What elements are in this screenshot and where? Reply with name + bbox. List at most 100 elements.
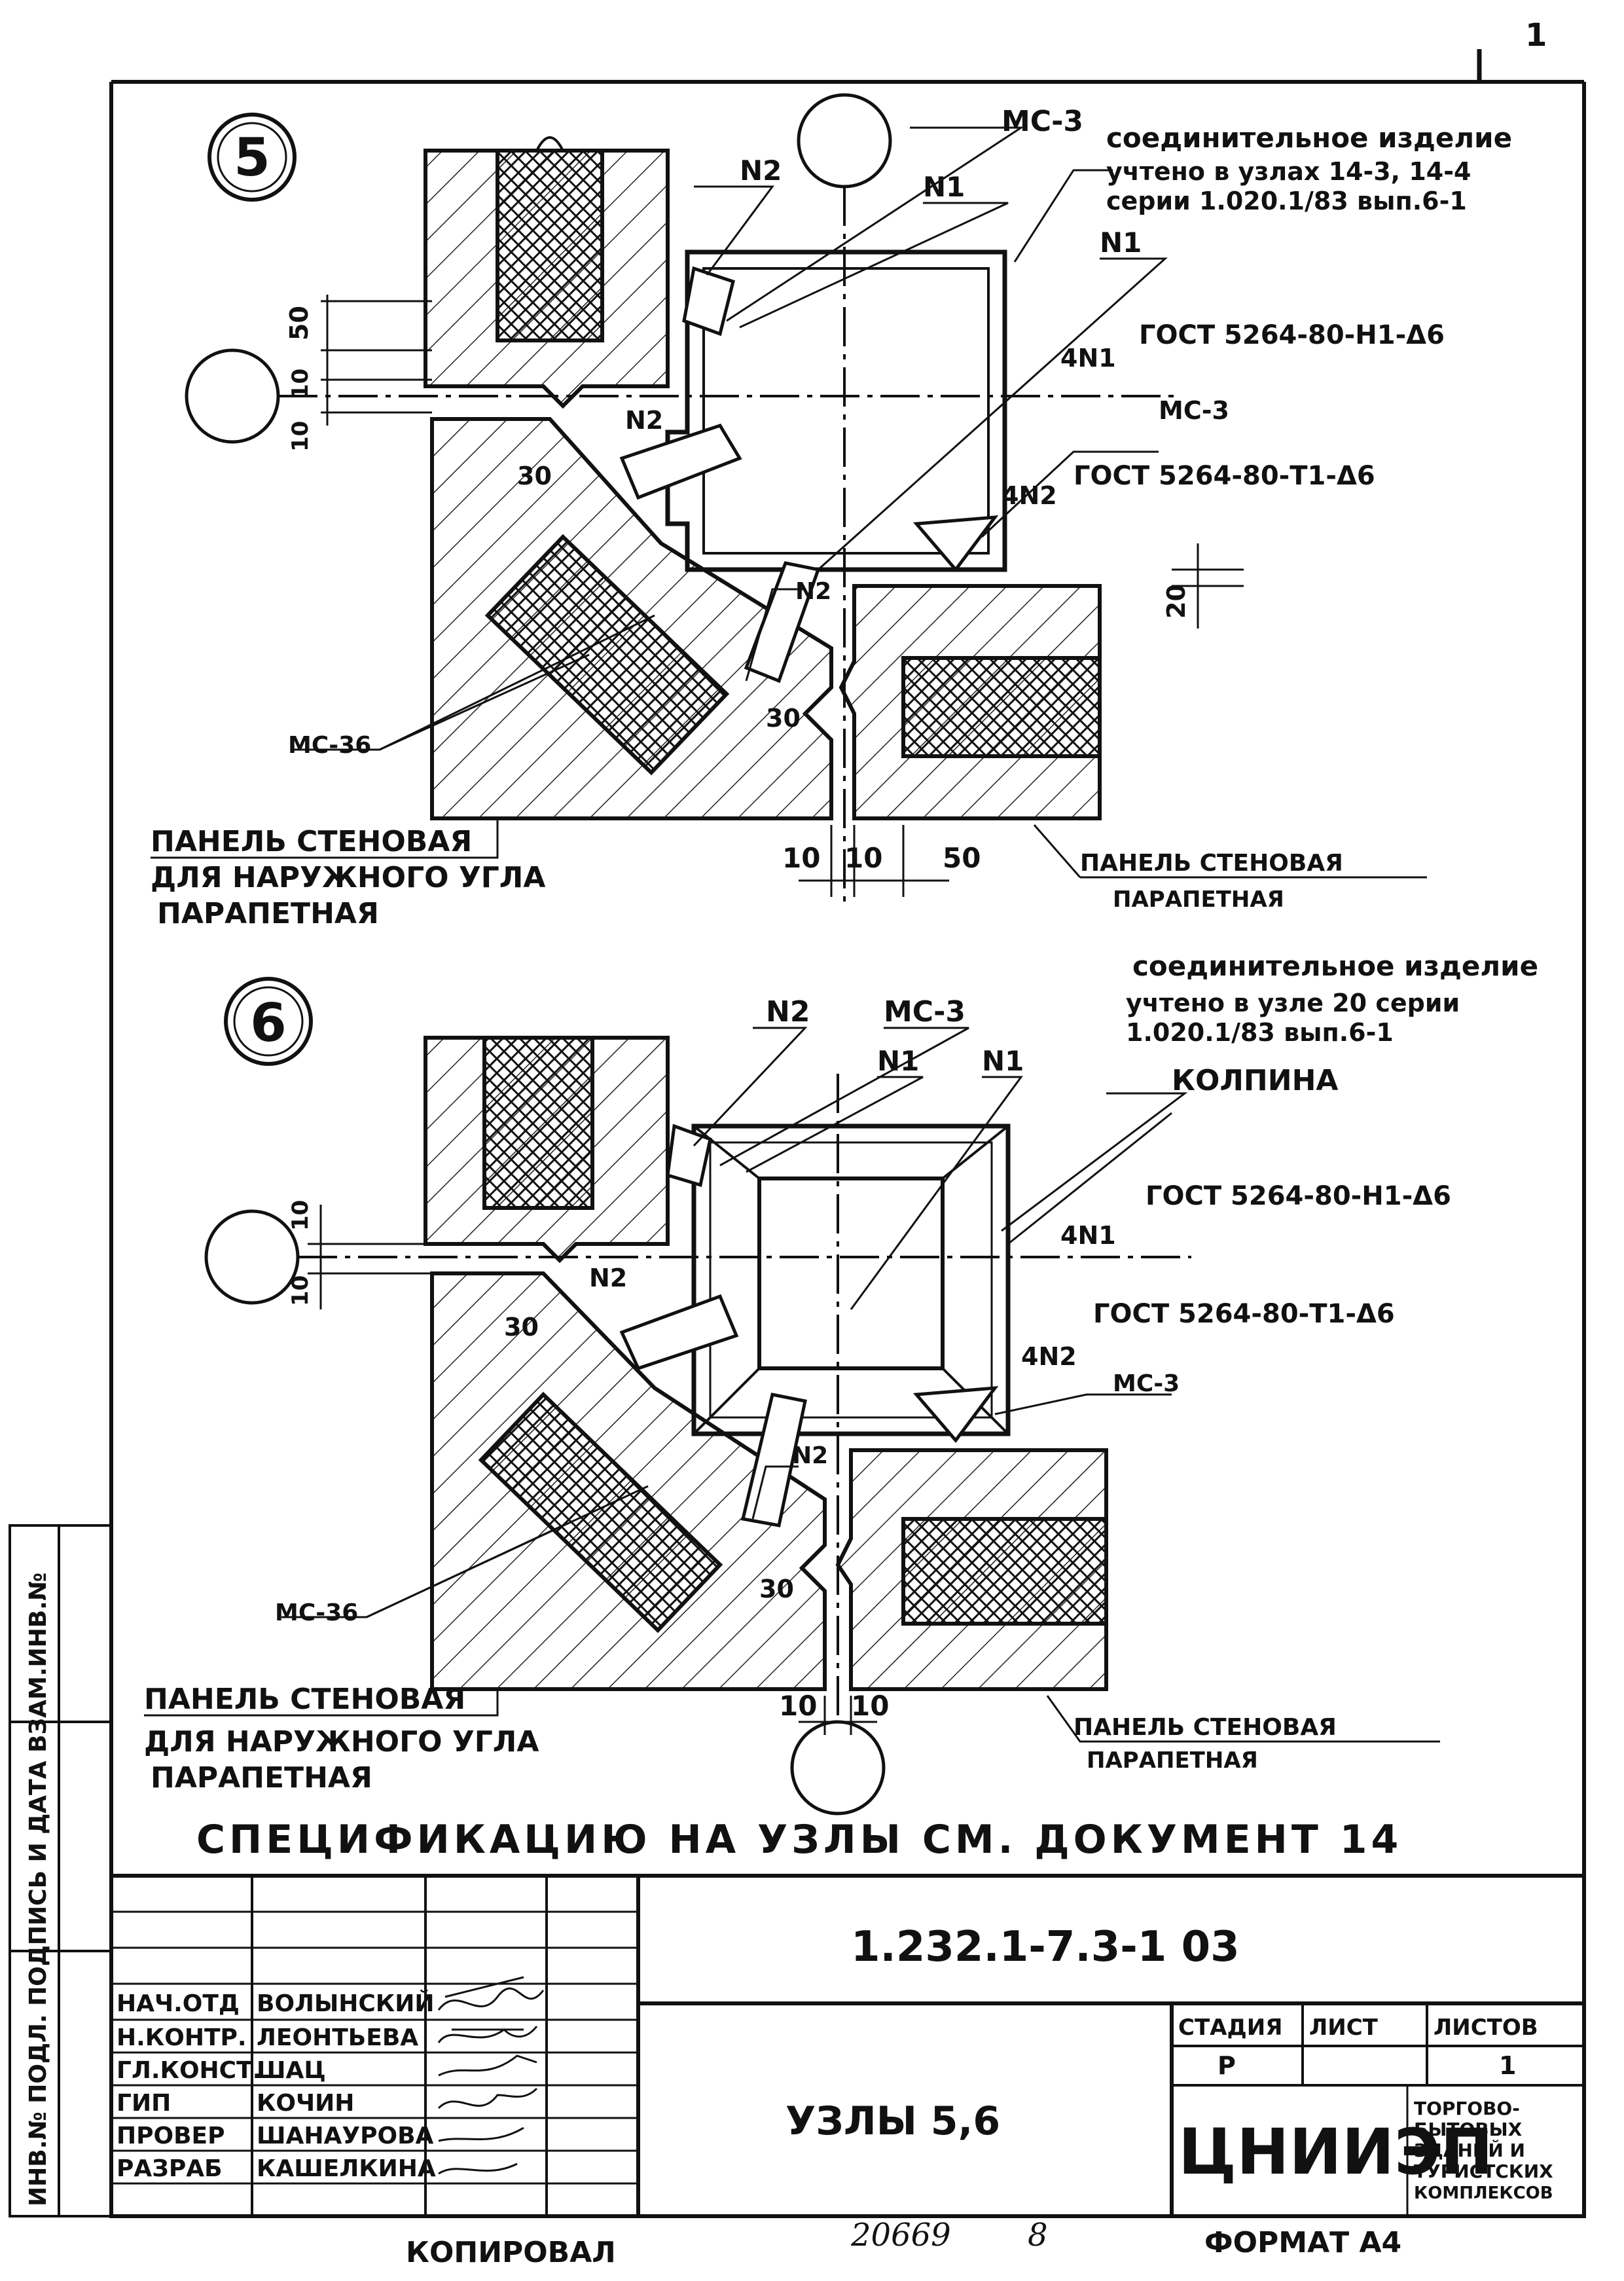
dim-label: 10 [844, 842, 882, 874]
staff-name: ШАНАУРОВА [257, 2123, 434, 2149]
org-name: БЫТОВЫХ [1414, 2119, 1523, 2140]
sheets-header: ЛИСТОВ [1434, 2015, 1538, 2041]
stage-header: СТАДИЯ [1178, 2015, 1282, 2041]
gost-label: ГОСТ 5264-80-Н1-Δ6 [1146, 1181, 1451, 1211]
weld-label: 4N2 [1021, 1342, 1077, 1371]
label-n1: N1 [877, 1045, 919, 1077]
label-n2: N2 [792, 1442, 828, 1469]
label-ms3: МС-3 [1113, 1370, 1180, 1397]
connector-note: учтено в узле 20 серии [1126, 989, 1460, 1017]
panel-label: ДЛЯ НАРУЖНОГО УГЛА [151, 861, 545, 894]
org-name: ТУРИСТСКИХ [1414, 2161, 1553, 2182]
corner-mark: 1 [1525, 17, 1547, 54]
staff-role: ГЛ.КОНСТ. [117, 2057, 261, 2084]
connector-title: соединительное изделие [1106, 122, 1512, 154]
sheets-value: 1 [1499, 2051, 1516, 2080]
connector-frame [691, 1123, 1011, 1436]
format-label: ФОРМАТ А4 [1204, 2226, 1401, 2259]
side-stamp-label: ИНВ.№ ПОДЛ. ПОДПИСЬ И ДАТА ВЗАМ.ИНВ.№ [25, 1573, 52, 2206]
org-name: КОМПЛЕКСОВ [1414, 2183, 1553, 2203]
org-name: ТОРГОВО- [1414, 2098, 1520, 2119]
spec-note: СПЕЦИФИКАЦИЮ НА УЗЛЫ СМ. ДОКУМЕНТ 14 [196, 1817, 1402, 1863]
signatures [437, 1976, 545, 2175]
connector-title: соединительное изделие [1132, 950, 1538, 982]
gost-label: ГОСТ 5264-80-Н1-Δ6 [1139, 320, 1445, 350]
connector-note: серии 1.020.1/83 вып.6-1 [1106, 187, 1467, 215]
sheet-title: УЗЛЫ 5,6 [785, 2098, 1000, 2144]
dim-label: 10 [287, 369, 314, 399]
staff-role: РАЗРАБ [117, 2155, 223, 2182]
dim-label: 30 [766, 704, 801, 733]
stage-value: Р [1218, 2051, 1236, 2080]
label-ms3: МС-3 [884, 995, 965, 1029]
dim-label: 50 [943, 842, 981, 874]
dim-label: 10 [287, 1275, 314, 1306]
gost-label: ГОСТ 5264-80-Т1-Δ6 [1093, 1299, 1395, 1329]
label-n1: N1 [923, 171, 965, 203]
staff-role: НАЧ.ОТД [117, 1990, 240, 2017]
connector-note: учтено в узлах 14-3, 14-4 [1106, 157, 1471, 186]
label-ms36: МС-36 [275, 1599, 358, 1626]
panel-label: ПАНЕЛЬ СТЕНОВАЯ [144, 1683, 465, 1716]
panel-label: ПАРАПЕТНАЯ [1113, 886, 1284, 913]
panel-label: ПАНЕЛЬ СТЕНОВАЯ [151, 825, 472, 858]
copied-label: КОПИРОВАЛ [406, 2236, 616, 2269]
label-n1: N1 [982, 1045, 1024, 1077]
node-5-marker [208, 113, 297, 202]
label-n2: N2 [740, 155, 782, 187]
panel-label: ПАНЕЛЬ СТЕНОВАЯ [1074, 1714, 1337, 1741]
staff-name: КАШЕЛКИНА [257, 2155, 436, 2182]
staff-name: ЛЕОНТЬЕВА [257, 2024, 418, 2051]
dim-label: 10 [851, 1690, 889, 1722]
staff-role: ПРОВЕР [117, 2123, 225, 2149]
doc-code: 1.232.1-7.3-1 03 [851, 1923, 1240, 1971]
label-n2: N2 [766, 995, 810, 1029]
dim-label: 30 [504, 1313, 539, 1341]
node-5-number: 5 [234, 127, 270, 188]
weld-label: 4N1 [1060, 1221, 1116, 1250]
node-5-drawing: 5 [151, 93, 1512, 930]
side-stamp [9, 1524, 113, 2217]
dim-label: 10 [287, 1200, 314, 1231]
archive-number: 20669 [850, 2217, 951, 2254]
org-name: ЗДАНИЙ И [1414, 2139, 1525, 2161]
panel-label: ПАРАПЕТНАЯ [157, 897, 379, 930]
panel-label: ПАНЕЛЬ СТЕНОВАЯ [1080, 850, 1343, 877]
label-ms3: МС-3 [1001, 105, 1083, 138]
org-logo: ЦНИИЭП [1178, 2115, 1493, 2189]
staff-role: ГИП [117, 2090, 171, 2117]
label-n2: N2 [625, 406, 663, 435]
staff-name: ВОЛЫНСКИЙ [257, 1990, 434, 2017]
label-kolpina: КОЛПИНА [1172, 1064, 1338, 1097]
staff-table: НАЧ.ОТД ВОЛЫНСКИЙ Н.КОНТР. ЛЕОНТЬЕВА ГЛ.… [117, 1990, 436, 2182]
weld-label: 4N1 [1060, 344, 1116, 373]
connector-note: 1.020.1/83 вып.6-1 [1126, 1018, 1394, 1047]
dim-label: 30 [759, 1575, 794, 1603]
node-6-number: 6 [250, 993, 287, 1053]
panel-label: ПАРАПЕТНАЯ [151, 1761, 372, 1795]
label-n2: N2 [795, 578, 831, 605]
dim-label: 30 [517, 462, 552, 490]
collar [757, 1177, 945, 1370]
gost-label: ГОСТ 5264-80-Т1-Δ6 [1074, 461, 1375, 491]
staff-role: Н.КОНТР. [117, 2024, 247, 2051]
dim-label: 10 [779, 1690, 817, 1722]
staff-name: КОЧИН [257, 2090, 354, 2117]
label-ms3: МС-3 [1159, 396, 1229, 425]
sheet-number: 8 [1028, 2217, 1048, 2254]
label-ms36: МС-36 [288, 732, 371, 759]
panel-label: ПАРАПЕТНАЯ [1087, 1747, 1258, 1774]
dim-label: 20 [1162, 584, 1191, 619]
panel-label: ДЛЯ НАРУЖНОГО УГЛА [144, 1725, 539, 1759]
staff-name: ШАЦ [257, 2057, 326, 2084]
node-6-marker [224, 977, 313, 1066]
connector-frame [665, 249, 1007, 572]
title-block [109, 1874, 1586, 2218]
label-n1: N1 [1100, 227, 1142, 259]
dim-label: 10 [287, 421, 314, 452]
weld-label: 4N2 [1001, 481, 1057, 510]
node-6-drawing: 6 [144, 950, 1538, 1816]
dim-label: 50 [285, 306, 314, 340]
label-n2: N2 [589, 1264, 627, 1292]
